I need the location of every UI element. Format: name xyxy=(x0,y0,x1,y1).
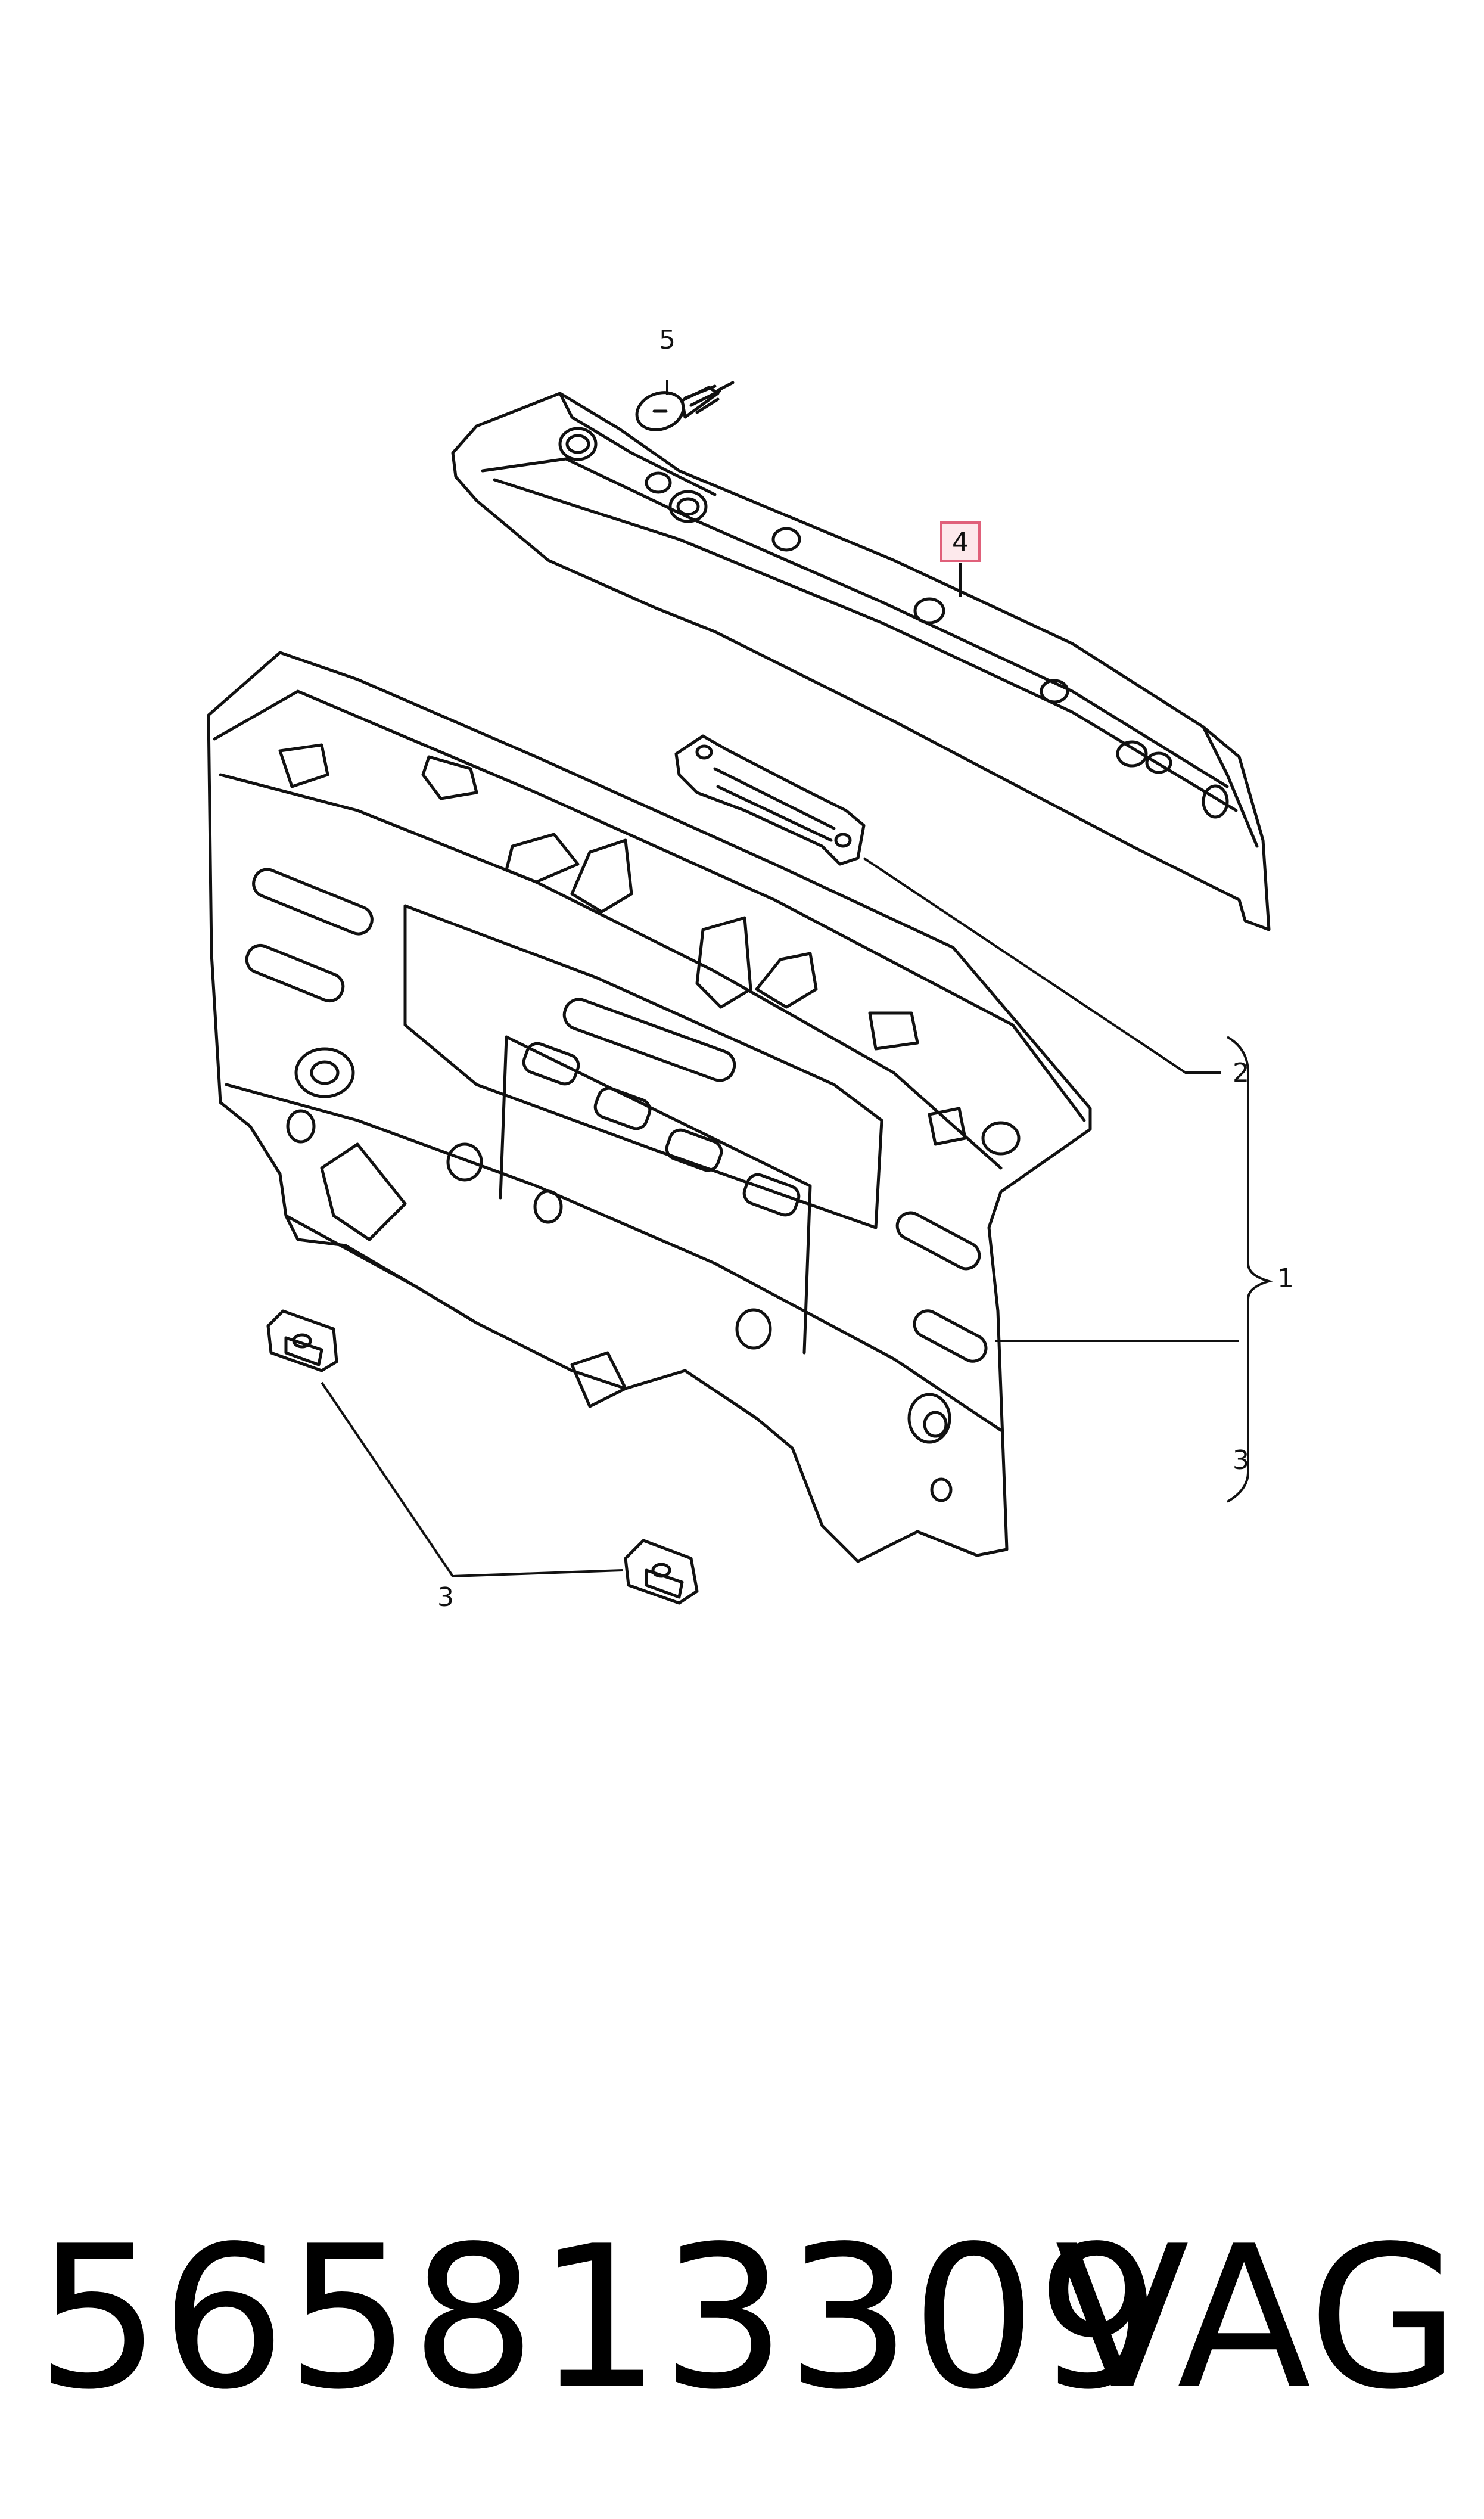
callout-4-highlight xyxy=(940,521,981,562)
bracket-part-2 xyxy=(674,734,866,866)
leader-lines xyxy=(321,380,1274,1578)
clip-part-3-left xyxy=(266,1309,338,1372)
part-number: 565813309 xyxy=(36,2204,1162,2433)
callout-4: 4 xyxy=(952,527,969,558)
callout-1: 1 xyxy=(1277,1263,1294,1294)
callouts: 5 4 2 1 3 3 xyxy=(437,325,1294,1613)
callout-3-right: 3 xyxy=(1233,1445,1249,1476)
rear-panel-part-1 xyxy=(207,651,1092,1563)
clip-part-3-right xyxy=(624,1539,699,1605)
cross-member-part-4 xyxy=(451,392,1271,931)
callout-5: 5 xyxy=(659,325,676,355)
brand-label: VAG xyxy=(1054,2204,1460,2433)
screw-part-5 xyxy=(635,381,735,431)
callout-2: 2 xyxy=(1233,1058,1249,1088)
callout-3-bottom: 3 xyxy=(437,1582,454,1613)
